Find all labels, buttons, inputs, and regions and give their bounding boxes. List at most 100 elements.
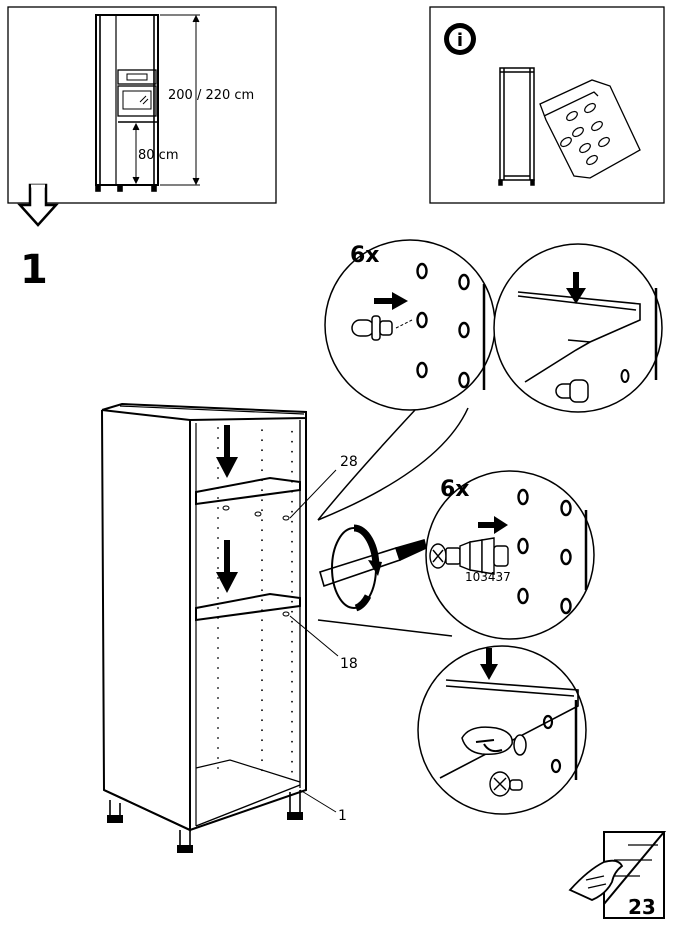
- cam-screw-small: [489, 771, 523, 797]
- hole-dot: [217, 447, 219, 449]
- hole-dot: [261, 739, 263, 742]
- cabinet-dimension-panel: 200 / 220 cm 80 cm: [7, 6, 277, 204]
- hole-dot: [291, 700, 293, 703]
- hole-dot: [217, 557, 219, 559]
- callout-leaders: [289, 469, 339, 813]
- hole-dot: [261, 479, 263, 482]
- hole-dot: [291, 430, 293, 433]
- hole-dot: [217, 647, 219, 649]
- hole-dot: [217, 567, 219, 569]
- hole-dot: [291, 470, 293, 473]
- page-number: 23: [628, 895, 656, 919]
- hole-dot: [261, 679, 263, 682]
- hole-dot: [217, 697, 219, 699]
- tall-cabinet-with-oven: [95, 14, 159, 192]
- shelf-pin: [351, 315, 393, 341]
- hole-dot: [261, 439, 263, 442]
- height-dimension-line: [132, 14, 200, 186]
- hole-dot: [217, 637, 219, 639]
- hole-dot: [261, 659, 263, 662]
- shelf-pins-on-cabinet: [222, 505, 290, 617]
- shelf-pin-quantity: 6x: [350, 243, 380, 268]
- hole-dot: [291, 540, 293, 543]
- hole-dot: [217, 487, 219, 489]
- hole-dot: [217, 667, 219, 669]
- hole-dot: [291, 490, 293, 493]
- hole-dot: [291, 500, 293, 503]
- callout-18: 18: [340, 656, 358, 672]
- hole-dot: [261, 549, 263, 552]
- callout-1: 1: [338, 808, 347, 824]
- hole-dot: [261, 449, 263, 452]
- down-arrow-2: [480, 648, 498, 680]
- svg-text:i: i: [457, 30, 463, 51]
- shelf-pin-detail-bubble: 6x: [317, 239, 496, 521]
- main-cabinet-frame: [101, 402, 307, 853]
- hole-dot: [261, 709, 263, 712]
- hole-dot: [291, 760, 293, 763]
- hole-dot: [261, 749, 263, 752]
- hole-dot: [217, 757, 219, 759]
- cam-screw: [429, 537, 509, 575]
- hole-dot: [217, 507, 219, 509]
- hole-dot: [217, 587, 219, 589]
- hole-dot: [291, 570, 293, 573]
- hole-dot: [217, 747, 219, 749]
- hole-dot: [291, 560, 293, 563]
- hole-dot: [261, 769, 263, 772]
- hole-dot: [261, 469, 263, 472]
- hole-dot: [291, 580, 293, 583]
- screwdriver-icon: [319, 539, 427, 588]
- arrow-down-outline-icon: [17, 183, 59, 227]
- hole-dot: [291, 750, 293, 753]
- hole-dot: [261, 509, 263, 512]
- hole-dot: [217, 727, 219, 729]
- hole-dot: [217, 497, 219, 499]
- hole-dot: [261, 619, 263, 622]
- shelf-pin-under-shelf: [555, 379, 589, 403]
- hole-pattern-2: [517, 488, 572, 615]
- screw-quantity: 6x: [440, 477, 470, 502]
- page-turn-hand-icon: 23: [568, 831, 667, 919]
- hole-dot: [291, 510, 293, 513]
- callout-28: 28: [340, 454, 358, 470]
- hole-dot: [261, 669, 263, 672]
- hole-dot: [217, 527, 219, 529]
- screw-detail-bubble: 103437 6x: [317, 470, 595, 640]
- hole-dot: [291, 660, 293, 663]
- shelf-insert-arrows: [216, 425, 238, 593]
- rotate-clockwise-icon: [331, 524, 382, 612]
- down-arrow: [566, 272, 586, 304]
- hole-dot: [261, 629, 263, 632]
- shelf-on-pin-detail-bubble: [493, 243, 663, 413]
- hole-dot: [291, 770, 293, 773]
- hole-dot: [261, 519, 263, 522]
- hole-dot: [291, 670, 293, 673]
- hole-dot: [217, 517, 219, 519]
- hole-dot: [217, 477, 219, 479]
- hole-dot: [291, 650, 293, 653]
- hole-dot: [291, 440, 293, 443]
- hole-dot: [291, 550, 293, 553]
- cabinet-frame-small: [498, 67, 535, 186]
- hole-dot: [217, 577, 219, 579]
- hole-dot: [291, 450, 293, 453]
- hole-dot: [217, 537, 219, 539]
- hole-pattern: [416, 262, 470, 389]
- hole-dot: [217, 627, 219, 629]
- hole-dot: [291, 730, 293, 733]
- hole-dot: [261, 579, 263, 582]
- insert-arrow-right: [374, 292, 408, 310]
- hole-dot: [261, 729, 263, 732]
- hole-dot: [261, 489, 263, 492]
- hole-dot: [261, 719, 263, 722]
- screw-part-number: 103437: [465, 570, 511, 584]
- hole-dot: [217, 437, 219, 439]
- hole-dot: [291, 720, 293, 723]
- hole-dot: [261, 429, 263, 432]
- hole-dot: [261, 529, 263, 532]
- hole-dot: [261, 539, 263, 542]
- hole-dot: [291, 480, 293, 483]
